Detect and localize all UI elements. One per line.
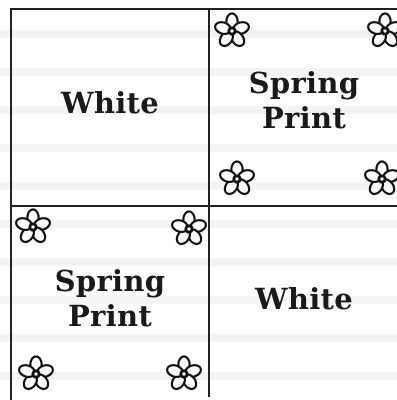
square-label-line: White xyxy=(12,86,208,121)
square-bottom-right-label: White xyxy=(210,282,397,317)
square-label-line: Print xyxy=(210,101,397,136)
flower-icon xyxy=(17,355,55,393)
flower-icon xyxy=(165,355,203,393)
square-label-line: Spring xyxy=(210,66,397,101)
flower-icon xyxy=(213,12,251,50)
flower-icon xyxy=(218,160,256,198)
flower-icon xyxy=(366,12,397,50)
square-label-line: White xyxy=(210,282,397,317)
square-top-right-label: Spring Print xyxy=(210,66,397,136)
square-label-line: Print xyxy=(12,299,208,334)
square-top-left-label: White xyxy=(12,86,208,121)
grid-horizontal-divider xyxy=(10,205,397,207)
square-bottom-left-label: Spring Print xyxy=(12,264,208,334)
square-label-line: Spring xyxy=(12,264,208,299)
flower-icon xyxy=(14,208,52,246)
flower-icon xyxy=(170,210,208,248)
flower-icon xyxy=(363,160,397,198)
